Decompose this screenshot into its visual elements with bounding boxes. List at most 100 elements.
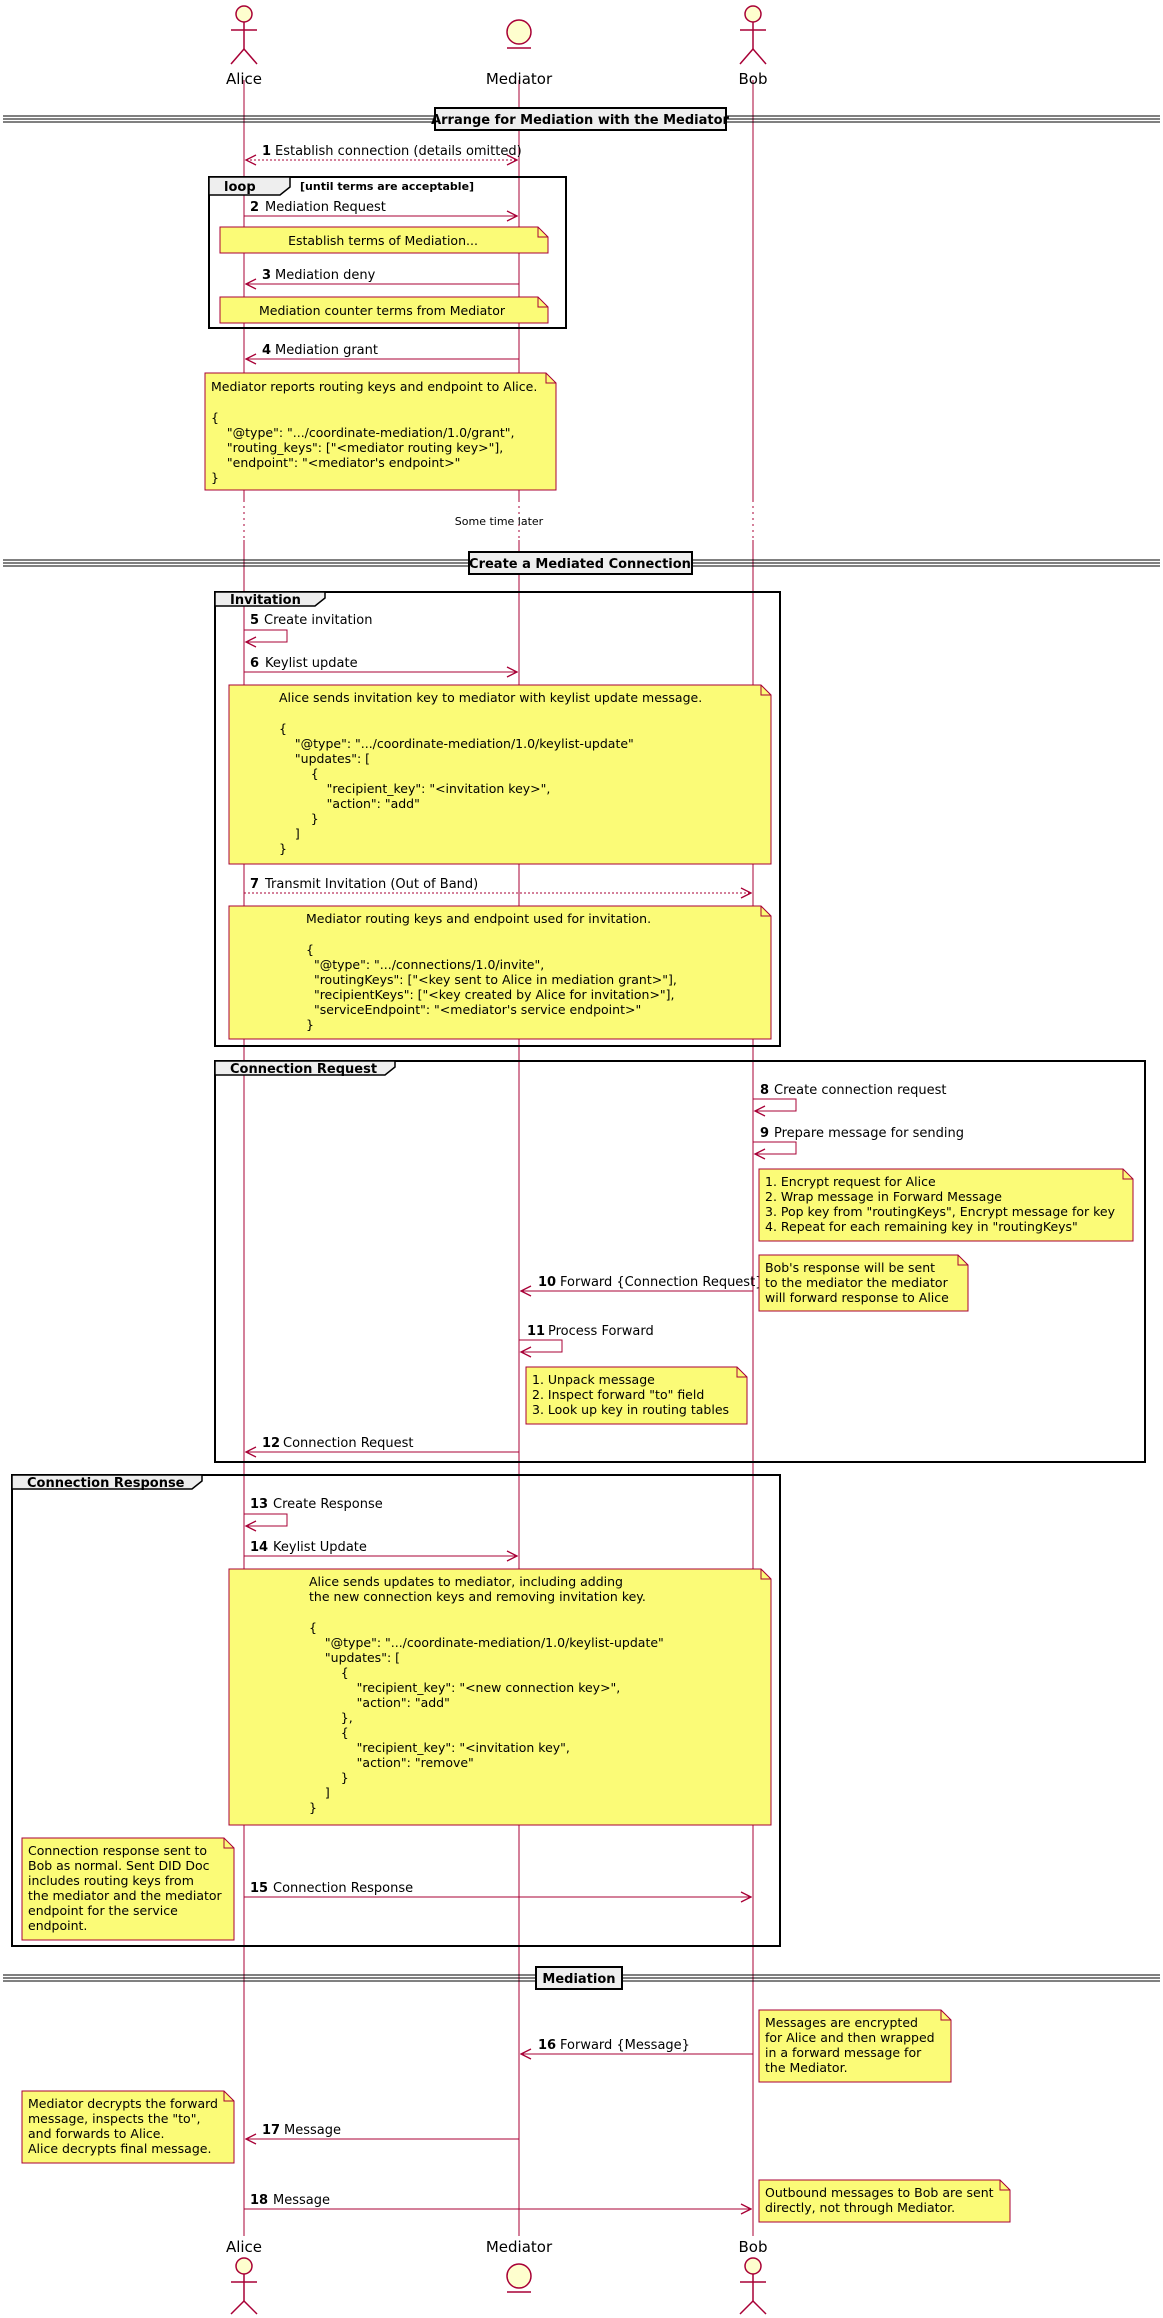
message-label: Establish connection (details omitted) bbox=[275, 144, 522, 159]
message-label: Connection Request bbox=[283, 1436, 414, 1451]
note-line: ] bbox=[309, 1785, 330, 1800]
participant-bob-bottom: Bob bbox=[739, 2238, 768, 2315]
group-invitation: Invitation bbox=[214, 591, 781, 1047]
message-label: Keylist update bbox=[265, 656, 358, 671]
note-line: } bbox=[309, 1770, 349, 1785]
message-label: Prepare message for sending bbox=[774, 1126, 964, 1141]
divider-arrange: Arrange for Mediation with the Mediator bbox=[3, 107, 1160, 131]
divider-label: Create a Mediated Connection bbox=[469, 557, 691, 572]
note-line: message, inspects the "to", bbox=[28, 2111, 200, 2126]
note-keylist-add: Alice sends invitation key to mediator w… bbox=[228, 684, 772, 865]
note-line: "serviceEndpoint": "<mediator's service … bbox=[306, 1002, 641, 1017]
note-line: to the mediator the mediator bbox=[765, 1275, 949, 1290]
note-line: and forwards to Alice. bbox=[28, 2126, 164, 2141]
message-label: Mediation Request bbox=[265, 200, 386, 215]
note-keylist-update-2: Alice sends updates to mediator, includi… bbox=[228, 1568, 772, 1826]
note-line: { bbox=[309, 1725, 349, 1740]
note-line: "recipient_key": "<invitation key>", bbox=[279, 781, 550, 796]
participant-mediator-top: Mediator bbox=[486, 19, 553, 88]
note-line: Bob as normal. Sent DID Doc bbox=[28, 1858, 210, 1873]
message-8: 8 Create connection request bbox=[753, 1083, 947, 1117]
note-line: Bob's response will be sent bbox=[765, 1260, 935, 1275]
note-line: } bbox=[279, 841, 287, 856]
participant-alice-top: Alice bbox=[226, 5, 262, 88]
message-label: Mediation grant bbox=[275, 343, 378, 358]
note-line: Alice sends updates to mediator, includi… bbox=[309, 1574, 623, 1589]
note-line: { bbox=[211, 410, 219, 425]
note-line: includes routing keys from bbox=[28, 1873, 194, 1888]
actor-icon bbox=[739, 2257, 767, 2315]
message-9: 9 Prepare message for sending bbox=[753, 1126, 964, 1160]
participant-label: Alice bbox=[226, 70, 262, 88]
note-line: { bbox=[279, 766, 319, 781]
message-5: 5 Create invitation bbox=[244, 613, 372, 648]
note-line: "action": "add" bbox=[309, 1695, 450, 1710]
group-label: Invitation bbox=[230, 593, 301, 608]
actor-icon bbox=[230, 2257, 258, 2315]
actor-icon bbox=[230, 5, 258, 65]
note-line: Connection response sent to bbox=[28, 1843, 207, 1858]
note-line: endpoint. bbox=[28, 1918, 87, 1933]
participant-bob-top: Bob bbox=[739, 5, 768, 88]
delay-label: Some time later bbox=[455, 515, 544, 528]
group-loop: loop [until terms are acceptable] bbox=[208, 176, 567, 329]
message-number: 12 bbox=[262, 1436, 280, 1451]
group-condition: [until terms are acceptable] bbox=[300, 180, 474, 193]
note-line: 3. Look up key in routing tables bbox=[532, 1402, 729, 1417]
note-line: Mediation counter terms from Mediator bbox=[259, 303, 506, 318]
message-7: 7 Transmit Invitation (Out of Band) bbox=[244, 877, 751, 893]
note-line: directly, not through Mediator. bbox=[765, 2200, 955, 2215]
message-number: 3 bbox=[262, 268, 271, 283]
note-bob-response: Bob's response will be sent to the media… bbox=[758, 1254, 969, 1312]
message-number: 4 bbox=[262, 343, 271, 358]
message-10: 10 Forward {Connection Request} bbox=[521, 1275, 763, 1291]
note-line: }, bbox=[309, 1710, 353, 1725]
note-line: for Alice and then wrapped bbox=[765, 2030, 935, 2045]
note-line: 2. Inspect forward "to" field bbox=[532, 1387, 704, 1402]
participant-label: Bob bbox=[739, 70, 768, 88]
note-line: "endpoint": "<mediator's endpoint>" bbox=[211, 455, 460, 470]
note-line: Alice decrypts final message. bbox=[28, 2141, 211, 2156]
message-11: 11 Process Forward bbox=[519, 1324, 654, 1358]
message-number: 11 bbox=[527, 1324, 545, 1339]
participant-mediator-bottom: Mediator bbox=[486, 2238, 553, 2293]
note-line: the new connection keys and removing inv… bbox=[309, 1589, 646, 1604]
note-line: "updates": [ bbox=[309, 1650, 400, 1665]
note-line: 3. Pop key from "routingKeys", Encrypt m… bbox=[765, 1204, 1116, 1219]
message-16: 16 Forward {Message} bbox=[521, 2038, 753, 2054]
message-number: 7 bbox=[250, 877, 259, 892]
message-number: 17 bbox=[262, 2123, 280, 2138]
note-line: "recipient_key": "<invitation key", bbox=[309, 1740, 570, 1755]
note-prepare: 1. Encrypt request for Alice 2. Wrap mes… bbox=[758, 1168, 1134, 1242]
message-label: Keylist Update bbox=[273, 1540, 367, 1555]
message-label: Process Forward bbox=[548, 1324, 654, 1339]
message-label: Mediation deny bbox=[275, 268, 376, 283]
message-14: 14 Keylist Update bbox=[244, 1540, 517, 1556]
note-line: Alice sends invitation key to mediator w… bbox=[279, 690, 702, 705]
message-number: 14 bbox=[250, 1540, 268, 1555]
note-line: "@type": ".../coordinate-mediation/1.0/g… bbox=[211, 425, 515, 440]
note-line: the Mediator. bbox=[765, 2060, 848, 2075]
note-line: "updates": [ bbox=[279, 751, 370, 766]
message-label: Message bbox=[284, 2123, 341, 2138]
message-label: Create Response bbox=[273, 1497, 383, 1512]
message-label: Forward {Connection Request} bbox=[560, 1275, 763, 1290]
message-number: 5 bbox=[250, 613, 259, 628]
message-number: 1 bbox=[262, 144, 271, 159]
message-number: 6 bbox=[250, 656, 259, 671]
message-label: Forward {Message} bbox=[560, 2038, 690, 2053]
message-number: 15 bbox=[250, 1881, 268, 1896]
note-decrypts: Mediator decrypts the forward message, i… bbox=[21, 2090, 235, 2164]
message-1: 1 Establish connection (details omitted) bbox=[244, 144, 522, 166]
note-establish-terms: Establish terms of Mediation... bbox=[219, 226, 549, 254]
note-line: "recipientKeys": ["<key created by Alice… bbox=[306, 987, 675, 1002]
note-counter-terms: Mediation counter terms from Mediator bbox=[219, 296, 549, 324]
message-number: 2 bbox=[250, 200, 259, 215]
note-encrypted: Messages are encrypted for Alice and the… bbox=[758, 2009, 952, 2083]
message-number: 13 bbox=[250, 1497, 268, 1512]
participant-label: Alice bbox=[226, 2238, 262, 2256]
note-unpack: 1. Unpack message 2. Inspect forward "to… bbox=[525, 1366, 748, 1425]
note-line: "@type": ".../coordinate-mediation/1.0/k… bbox=[279, 736, 634, 751]
message-label: Create connection request bbox=[774, 1083, 947, 1098]
